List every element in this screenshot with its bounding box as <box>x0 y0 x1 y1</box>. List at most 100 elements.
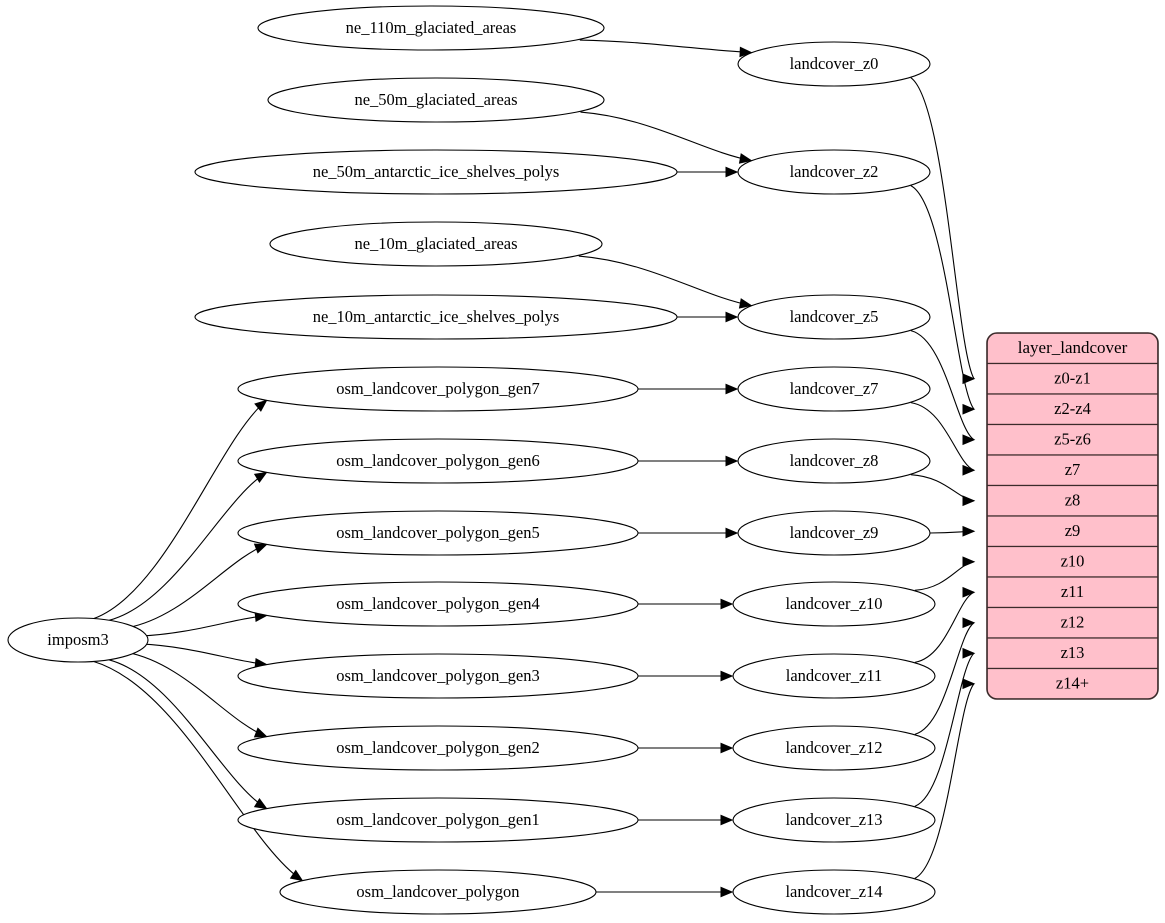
landcover-view-node-landcover_z11[interactable]: landcover_z11 <box>732 653 936 699</box>
landcover-view-node-landcover_z0[interactable]: landcover_z0 <box>737 41 931 87</box>
landcover-view-node-landcover_z10[interactable]: landcover_z10 <box>732 581 936 627</box>
edge-osm_landcover_polygon_gen7-to-landcover_z7-arrowhead <box>725 383 739 395</box>
natural-earth-node-ne_10m_antarctic_ice_shelves_polys[interactable]: ne_10m_antarctic_ice_shelves_polys <box>194 294 678 340</box>
node-label-landcover_z11: landcover_z11 <box>786 666 883 685</box>
node-shape-landcover_z0 <box>737 41 931 87</box>
edge-landcover_z14-to-layer_landcover-z14--arrowhead <box>962 678 976 690</box>
node-label-landcover_z12: landcover_z12 <box>785 738 882 757</box>
edge-landcover_z5-to-layer_landcover-z5-z6-arrowhead <box>962 434 976 446</box>
node-label-osm_landcover_polygon_gen1: osm_landcover_polygon_gen1 <box>336 810 539 829</box>
table-row-z10[interactable] <box>987 545 1158 578</box>
osm-table-node-osm_landcover_polygon[interactable]: osm_landcover_polygon <box>279 869 597 915</box>
natural-earth-node-ne_50m_antarctic_ice_shelves_polys[interactable]: ne_50m_antarctic_ice_shelves_polys <box>194 149 678 195</box>
node-label-landcover_z10: landcover_z10 <box>785 594 882 613</box>
node-shape-landcover_z2 <box>737 149 931 195</box>
table-row-label-z0-z1: z0-z1 <box>1054 369 1091 388</box>
node-label-ne_10m_antarctic_ice_shelves_polys: ne_10m_antarctic_ice_shelves_polys <box>313 307 560 326</box>
edge-ne_10m_glaciated_areas-to-landcover_z5 <box>578 255 752 307</box>
table-body <box>987 333 1158 699</box>
node-shape-osm_landcover_polygon_gen4 <box>237 581 639 627</box>
node-label-osm_landcover_polygon_gen6: osm_landcover_polygon_gen6 <box>336 451 539 470</box>
edge-osm_landcover_polygon_gen4-to-landcover_z10-arrowhead <box>720 598 734 610</box>
node-shape-osm_landcover_polygon_gen1 <box>237 797 639 843</box>
nodes-layer: imposm3 ne_110m_glaciated_areas ne_50m_gla… <box>7 5 936 915</box>
natural-earth-node-ne_50m_glaciated_areas[interactable]: ne_50m_glaciated_areas <box>267 77 605 123</box>
edge-osm_landcover_polygon_gen2-to-landcover_z12-arrowhead <box>720 742 734 754</box>
edge-landcover_z11-to-layer_landcover-z11 <box>914 591 975 663</box>
edge-ne_110m_glaciated_areas-to-landcover_z0-arrowhead <box>739 46 753 58</box>
node-label-ne_50m_glaciated_areas: ne_50m_glaciated_areas <box>354 90 517 109</box>
landcover-view-node-landcover_z14[interactable]: landcover_z14 <box>732 869 936 915</box>
edge-imposm3-to-osm_landcover_polygon_gen6-arrowhead <box>253 471 268 484</box>
osm-table-node-osm_landcover_polygon_gen7[interactable]: osm_landcover_polygon_gen7 <box>237 366 639 412</box>
node-label-ne_110m_glaciated_areas: ne_110m_glaciated_areas <box>346 18 517 37</box>
edge-ne_110m_glaciated_areas-to-landcover_z0 <box>579 39 752 54</box>
osm-table-node-osm_landcover_polygon_gen5[interactable]: osm_landcover_polygon_gen5 <box>237 510 639 556</box>
landcover-view-node-landcover_z13[interactable]: landcover_z13 <box>732 797 936 843</box>
edge-landcover_z7-to-layer_landcover-z7 <box>910 402 975 471</box>
node-shape-imposm3 <box>7 617 149 663</box>
edge-imposm3-to-osm_landcover_polygon_gen7 <box>93 400 267 620</box>
table-row-label-z12: z12 <box>1061 613 1085 632</box>
edge-imposm3-to-osm_landcover_polygon_gen1 <box>108 659 267 809</box>
edge-landcover_z12-to-layer_landcover-z12-arrowhead <box>962 617 976 629</box>
edge-osm_landcover_polygon_gen6-to-landcover_z8-arrowhead <box>725 455 739 467</box>
edge-landcover_z0-to-layer_landcover-z0-z1 <box>910 77 975 380</box>
landcover-view-node-landcover_z12[interactable]: landcover_z12 <box>732 725 936 771</box>
table-row-z12[interactable] <box>987 606 1158 639</box>
edge-imposm3-to-osm_landcover_polygon_gen6 <box>109 472 267 621</box>
osm-table-node-osm_landcover_polygon_gen1[interactable]: osm_landcover_polygon_gen1 <box>237 797 639 843</box>
table-row-z0-z1[interactable] <box>987 362 1158 395</box>
table-row-z2-z4[interactable] <box>987 393 1158 426</box>
osm-table-node-osm_landcover_polygon_gen2[interactable]: osm_landcover_polygon_gen2 <box>237 725 639 771</box>
node-label-osm_landcover_polygon_gen7: osm_landcover_polygon_gen7 <box>336 379 539 398</box>
edge-ne_50m_glaciated_areas-to-landcover_z2 <box>580 111 752 162</box>
node-shape-landcover_z14 <box>732 869 936 915</box>
node-label-osm_landcover_polygon_gen3: osm_landcover_polygon_gen3 <box>336 666 539 685</box>
node-shape-landcover_z5 <box>737 294 931 340</box>
node-label-imposm3: imposm3 <box>47 630 108 649</box>
osm-table-node-osm_landcover_polygon_gen4[interactable]: osm_landcover_polygon_gen4 <box>237 581 639 627</box>
edge-landcover_z8-to-layer_landcover-z8-arrowhead <box>962 495 976 507</box>
node-label-landcover_z0: landcover_z0 <box>790 54 879 73</box>
edge-osm_landcover_polygon_gen3-to-landcover_z11-arrowhead <box>720 670 734 682</box>
table-row-z14+[interactable] <box>987 667 1158 700</box>
landcover-view-node-landcover_z2[interactable]: landcover_z2 <box>737 149 931 195</box>
edge-osm_landcover_polygon-to-landcover_z14-arrowhead <box>720 886 734 898</box>
natural-earth-node-ne_110m_glaciated_areas[interactable]: ne_110m_glaciated_areas <box>257 5 605 51</box>
edge-imposm3-to-osm_landcover_polygon_gen7-arrowhead <box>254 399 268 412</box>
node-shape-landcover_z9 <box>737 510 931 556</box>
node-shape-osm_landcover_polygon_gen3 <box>237 653 639 699</box>
edge-ne_50m_glaciated_areas-to-landcover_z2-arrowhead <box>738 153 753 164</box>
node-shape-landcover_z8 <box>737 438 931 484</box>
edge-landcover_z2-to-layer_landcover-z2-z4-arrowhead <box>962 403 976 415</box>
table-row-label-z9: z9 <box>1065 521 1081 540</box>
landcover-view-node-landcover_z5[interactable]: landcover_z5 <box>737 294 931 340</box>
edge-landcover_z12-to-layer_landcover-z12 <box>914 622 975 735</box>
node-label-landcover_z14: landcover_z14 <box>785 882 882 901</box>
table-row-z8[interactable] <box>987 484 1158 517</box>
node-shape-landcover_z11 <box>732 653 936 699</box>
node-shape-landcover_z7 <box>737 366 931 412</box>
table-row-label-z2-z4: z2-z4 <box>1054 399 1091 418</box>
edge-landcover_z13-to-layer_landcover-z13-arrowhead <box>962 647 976 659</box>
table-row-label-z10: z10 <box>1061 552 1085 571</box>
edge-imposm3-to-osm_landcover_polygon_gen5-arrowhead <box>253 543 268 554</box>
edge-ne_10m_glaciated_areas-to-landcover_z5-arrowhead <box>738 298 753 309</box>
node-label-osm_landcover_polygon: osm_landcover_polygon <box>356 882 519 901</box>
edge-landcover_z0-to-layer_landcover-z0-z1-arrowhead <box>962 373 976 385</box>
landcover-view-node-landcover_z7[interactable]: landcover_z7 <box>737 366 931 412</box>
osm-table-node-osm_landcover_polygon_gen6[interactable]: osm_landcover_polygon_gen6 <box>237 438 639 484</box>
edge-landcover_z7-to-layer_landcover-z7-arrowhead <box>962 464 976 476</box>
edge-imposm3-to-osm_landcover_polygon_gen4 <box>140 614 267 637</box>
landcover-view-node-landcover_z8[interactable]: landcover_z8 <box>737 438 931 484</box>
node-label-osm_landcover_polygon_gen5: osm_landcover_polygon_gen5 <box>336 523 539 542</box>
node-shape-landcover_z10 <box>732 581 936 627</box>
natural-earth-node-ne_10m_glaciated_areas[interactable]: ne_10m_glaciated_areas <box>269 221 603 267</box>
osm-table-node-osm_landcover_polygon_gen3[interactable]: osm_landcover_polygon_gen3 <box>237 653 639 699</box>
source-node-imposm3[interactable]: imposm3 <box>7 617 149 663</box>
edge-imposm3-to-osm_landcover_polygon <box>93 660 303 881</box>
node-shape-landcover_z13 <box>732 797 936 843</box>
landcover-view-node-landcover_z9[interactable]: landcover_z9 <box>737 510 931 556</box>
